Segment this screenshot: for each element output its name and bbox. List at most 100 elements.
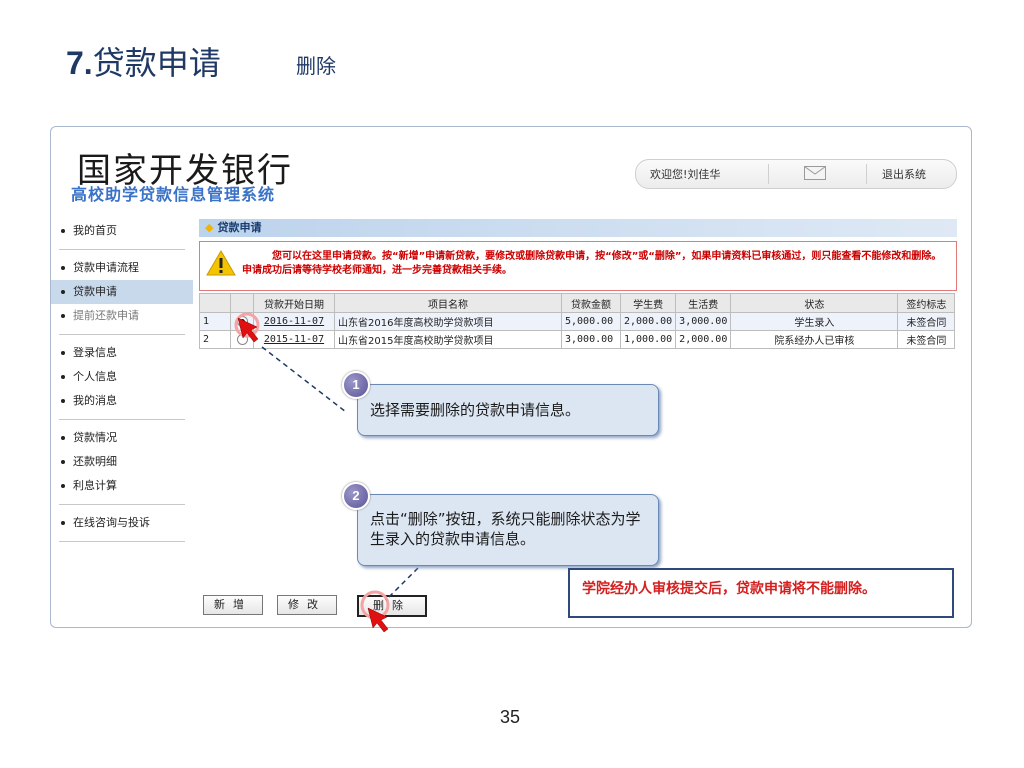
divider (768, 164, 769, 184)
bullet-icon (61, 521, 65, 525)
sidebar-item-label: 我的消息 (73, 394, 117, 407)
sign-cell: 未签合同 (897, 330, 956, 349)
warning-box: 您可以在这里申请贷款。按“新增”申请新贷款，要修改或删除贷款申请，按“修改”或“… (199, 241, 957, 291)
bullet-icon (61, 436, 65, 440)
sidebar-item-label: 登录信息 (73, 346, 117, 359)
sidebar-item-label: 贷款申请 (73, 285, 117, 298)
sidebar-item-loan-process[interactable]: 贷款申请流程 (51, 256, 193, 280)
date-cell: 2016-11-07 (253, 312, 335, 331)
table-row[interactable]: 1 2016-11-07 山东省2016年度高校助学贷款项目 5,000.00 … (199, 312, 956, 331)
mail-icon[interactable] (804, 166, 826, 180)
tuition-cell: 1,000.00 (619, 330, 677, 349)
column-header[interactable]: 签约标志 (897, 293, 956, 313)
column-header[interactable]: 项目名称 (334, 293, 562, 313)
column-header[interactable]: 贷款开始日期 (253, 293, 335, 313)
note-box: 学院经办人审核提交后，贷款申请将不能删除。 (568, 568, 954, 618)
system-name: 高校助学贷款信息管理系统 (71, 185, 276, 204)
slide-title: 7.贷款申请 (66, 38, 221, 84)
step-badge-1: 1 (342, 371, 370, 399)
sign-cell: 未签合同 (897, 312, 956, 331)
sidebar-item-repayment-details[interactable]: 还款明细 (51, 450, 193, 474)
sidebar-item-consult[interactable]: 在线咨询与投诉 (51, 511, 193, 535)
sidebar-item-label: 提前还款申请 (73, 309, 139, 322)
sidebar-item-early-repayment[interactable]: 提前还款申请 (51, 304, 193, 328)
diamond-icon: ◆ (205, 221, 214, 234)
bullet-icon (61, 460, 65, 464)
column-header[interactable]: 学生费 (619, 293, 677, 313)
tuition-cell: 2,000.00 (619, 312, 677, 331)
delete-button[interactable]: 删除 (357, 595, 427, 617)
project-cell: 山东省2015年度高校助学贷款项目 (334, 330, 562, 349)
callout-step1-text: 选择需要删除的贷款申请信息。 (370, 401, 581, 419)
bullet-icon (61, 290, 65, 294)
date-link[interactable]: 2015-11-07 (263, 334, 325, 345)
bank-name: 国家开发银行 (77, 151, 293, 191)
row-index: 2 (199, 330, 231, 349)
sidebar: 我的首页 贷款申请流程 贷款申请 提前还款申请 登录信息 个人信息 我的消息 贷… (51, 219, 193, 548)
column-header (230, 293, 254, 313)
slide-number: 7. (66, 45, 93, 81)
amount-cell: 3,000.00 (561, 330, 621, 349)
row-index: 1 (199, 312, 231, 331)
sidebar-item-label: 贷款申请流程 (73, 261, 139, 274)
living-cell: 3,000.00 (675, 312, 732, 331)
sidebar-item-label: 在线咨询与投诉 (73, 516, 150, 529)
sidebar-item-home[interactable]: 我的首页 (51, 219, 193, 243)
sidebar-item-personal-info[interactable]: 个人信息 (51, 365, 193, 389)
welcome-text: 欢迎您!刘佳华 (650, 168, 721, 181)
status-cell: 学生录入 (730, 312, 899, 331)
callout-step2: 点击“删除”按钮，系统只能删除状态为学生录入的贷款申请信息。 (357, 494, 659, 566)
radio-unselected-icon[interactable] (236, 333, 248, 345)
table-row[interactable]: 2 2015-11-07 山东省2015年度高校助学贷款项目 3,000.00 … (199, 330, 956, 349)
warning-text: 您可以在这里申请贷款。按“新增”申请新贷款，要修改或删除贷款申请，按“修改”或“… (242, 251, 942, 276)
divider (59, 419, 185, 420)
edit-button[interactable]: 修改 (277, 595, 337, 615)
table-header-row: 贷款开始日期 项目名称 贷款金额 学生费 生活费 状态 签约标志 (199, 293, 956, 313)
status-cell: 院系经办人已审核 (730, 330, 899, 349)
row-select-radio[interactable] (230, 330, 254, 349)
divider (59, 541, 185, 542)
column-header (199, 293, 231, 313)
column-header[interactable]: 贷款金额 (561, 293, 621, 313)
panel-header: ◆贷款申请 (199, 219, 957, 237)
panel-title: 贷款申请 (217, 221, 262, 234)
column-header[interactable]: 生活费 (675, 293, 732, 313)
project-cell: 山东省2016年度高校助学贷款项目 (334, 312, 562, 331)
column-header[interactable]: 状态 (730, 293, 899, 313)
sidebar-item-label: 我的首页 (73, 224, 117, 237)
callout-step1: 选择需要删除的贷款申请信息。 (357, 384, 659, 436)
bullet-icon (61, 351, 65, 355)
living-cell: 2,000.00 (675, 330, 732, 349)
date-link[interactable]: 2016-11-07 (263, 316, 325, 327)
sidebar-item-label: 利息计算 (73, 479, 117, 492)
divider (59, 504, 185, 505)
sidebar-item-label: 个人信息 (73, 370, 117, 383)
bullet-icon (61, 375, 65, 379)
bullet-icon (61, 314, 65, 318)
callout-step2-text: 点击“删除”按钮，系统只能删除状态为学生录入的贷款申请信息。 (370, 510, 641, 548)
warning-icon (206, 250, 236, 276)
bullet-icon (61, 484, 65, 488)
radio-selected-icon[interactable] (236, 315, 248, 327)
amount-cell: 5,000.00 (561, 312, 621, 331)
divider (59, 334, 185, 335)
logout-link[interactable]: 退出系统 (882, 168, 926, 181)
main-content: ◆贷款申请 您可以在这里申请贷款。按“新增”申请新贷款，要修改或删除贷款申请，按… (199, 219, 957, 349)
row-select-radio[interactable] (230, 312, 254, 331)
sidebar-item-login-info[interactable]: 登录信息 (51, 341, 193, 365)
sidebar-item-interest-calc[interactable]: 利息计算 (51, 474, 193, 498)
divider (59, 249, 185, 250)
bullet-icon (61, 399, 65, 403)
user-bar: 欢迎您!刘佳华 退出系统 (635, 159, 957, 189)
sidebar-item-loan-status[interactable]: 贷款情况 (51, 426, 193, 450)
step-badge-2: 2 (342, 482, 370, 510)
slide-title-text: 贷款申请 (92, 44, 221, 82)
divider (866, 164, 867, 184)
sidebar-item-loan-application[interactable]: 贷款申请 (51, 280, 193, 304)
bullet-icon (61, 229, 65, 233)
add-button[interactable]: 新增 (203, 595, 263, 615)
loan-table: 贷款开始日期 项目名称 贷款金额 学生费 生活费 状态 签约标志 1 2016-… (199, 293, 956, 349)
bullet-icon (61, 266, 65, 270)
sidebar-item-label: 贷款情况 (73, 431, 117, 444)
sidebar-item-messages[interactable]: 我的消息 (51, 389, 193, 413)
